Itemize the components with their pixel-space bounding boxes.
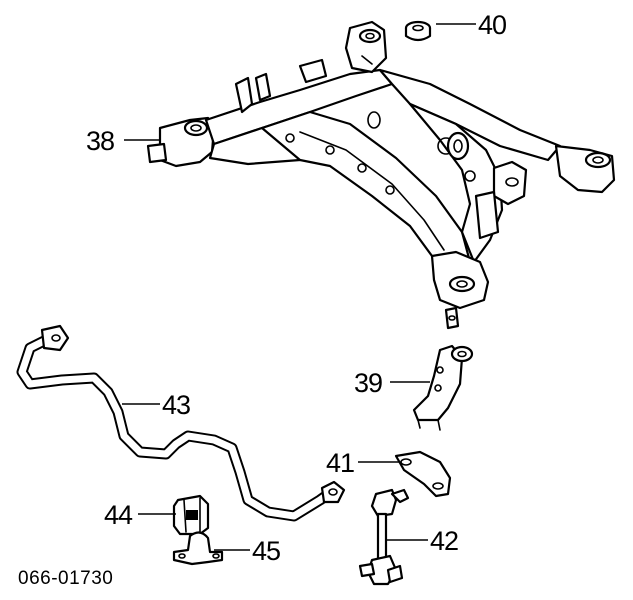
bracket-39[interactable] bbox=[412, 344, 474, 431]
callout-38: 38 bbox=[86, 126, 114, 156]
bushing-40[interactable] bbox=[404, 20, 432, 42]
diagram-code: 066-01730 bbox=[18, 568, 113, 589]
callout-40: 40 bbox=[478, 10, 506, 40]
callout-41: 41 bbox=[326, 448, 354, 478]
stabilizer-link-42[interactable] bbox=[358, 488, 410, 586]
stabilizer-bar-43[interactable] bbox=[16, 324, 346, 522]
callout-42: 42 bbox=[430, 526, 458, 556]
bracket-41[interactable] bbox=[394, 450, 452, 498]
callout-45: 45 bbox=[252, 536, 280, 566]
callout-44: 44 bbox=[104, 500, 133, 530]
stabilizer-bushing-44[interactable] bbox=[172, 494, 210, 536]
rear-crossmember-38[interactable] bbox=[146, 20, 616, 330]
callout-39: 39 bbox=[354, 368, 382, 398]
callout-43: 43 bbox=[162, 390, 190, 420]
bushing-clamp-45[interactable] bbox=[172, 531, 224, 566]
